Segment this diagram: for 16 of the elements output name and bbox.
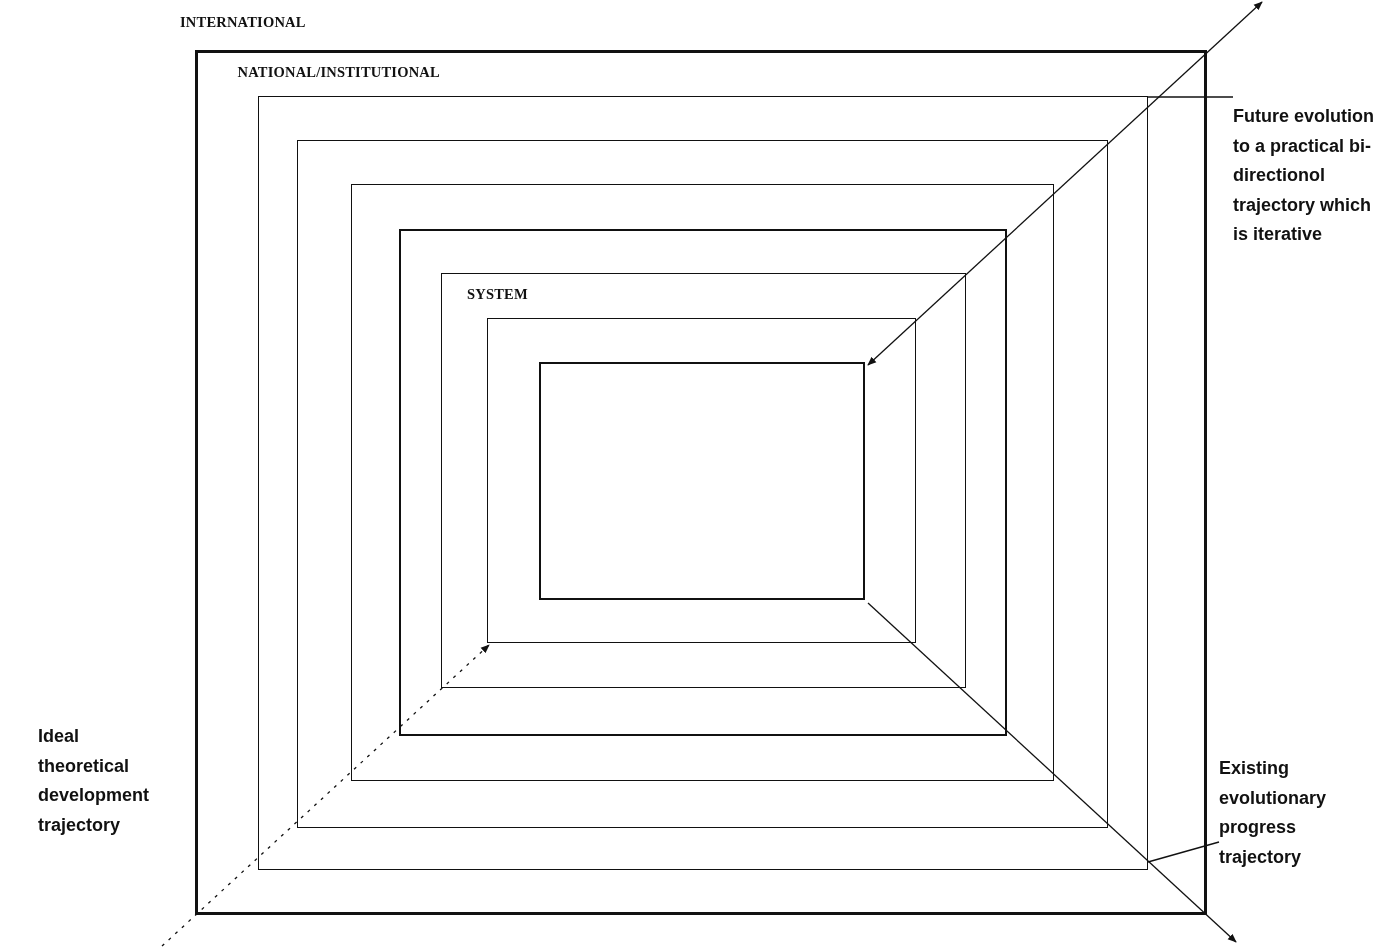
layer-box [351, 184, 1054, 781]
layer-label: NATIONAL/INSTITUTIONAL [237, 63, 440, 81]
layer-box [441, 273, 966, 688]
trajectory-arrow [867, 1, 1263, 366]
trajectory-arrow [867, 602, 1237, 943]
layer-box [398, 228, 1007, 736]
annotation-text: Existing evolutionary progress trajectory [1219, 752, 1369, 872]
layer-box [539, 362, 865, 600]
leader-line [1147, 96, 1234, 98]
layer-label: SYSTEM [467, 286, 528, 303]
annotation-text: Ideal theoretical development trajectory [38, 720, 163, 840]
layer-label: INTERNATIONAL [180, 14, 306, 31]
layer-box [296, 139, 1108, 828]
trajectory-arrow [161, 644, 490, 947]
leader-line [1147, 841, 1220, 863]
annotation-text: Future evolution to a practical bi-directionol trajectory which is iterative [1233, 92, 1383, 250]
